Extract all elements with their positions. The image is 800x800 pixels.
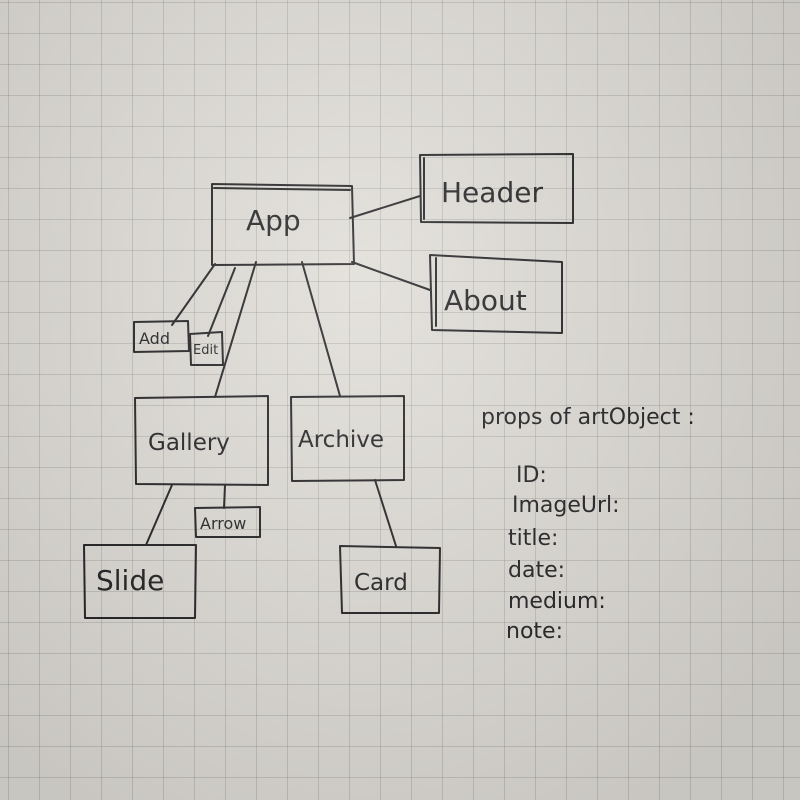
node-edit-label: Edit [193,343,218,358]
connector-gallery-slide [145,484,173,546]
props-item: date: [508,558,565,583]
node-archive-box [290,395,405,482]
connector-archive-card [374,479,397,547]
props-item: note: [506,619,563,644]
node-app-box [211,183,355,266]
node-slide: Slide [83,544,197,619]
node-app: App [211,183,355,266]
node-edit-box [189,331,224,366]
props-item: ID: [516,463,547,488]
node-archive: Archive [290,395,405,482]
connector-app-archive [301,261,341,397]
connector-gallery-arrow [223,484,226,509]
props-item: title: [508,526,558,551]
node-app-label: App [246,204,301,237]
node-card-box [339,545,441,614]
props-title: props of artObject : [481,405,695,430]
connector-app-edit [207,267,236,337]
connector-app-add [171,263,216,326]
node-edit: Edit [189,331,224,366]
node-about-box [429,254,563,334]
connector-app-about [351,261,431,291]
node-about-label: About [444,284,527,317]
node-slide-label: Slide [96,564,164,597]
node-slide-box [83,544,197,619]
node-gallery: Gallery [134,395,269,486]
node-archive-label: Archive [298,427,384,453]
props-notes: props of artObject : ID: ImageUrl: title… [481,405,695,644]
node-about: About [429,254,563,334]
node-header-box [419,153,574,224]
node-add: Add [133,320,190,353]
node-gallery-box [134,395,269,486]
props-item: ImageUrl: [512,493,620,518]
node-arrow-box [194,506,261,538]
node-card-label: Card [354,570,408,596]
node-card: Card [339,545,441,614]
node-header-label: Header [441,176,543,209]
node-header: Header [419,153,574,224]
connector-app-header [349,195,421,219]
node-add-label: Add [139,329,170,348]
connectors [145,195,431,547]
props-item: medium: [508,589,606,614]
node-arrow: Arrow [194,506,261,538]
node-gallery-label: Gallery [148,430,230,456]
node-add-box [133,320,190,353]
node-arrow-label: Arrow [200,514,246,533]
connector-app-gallery [214,261,257,398]
